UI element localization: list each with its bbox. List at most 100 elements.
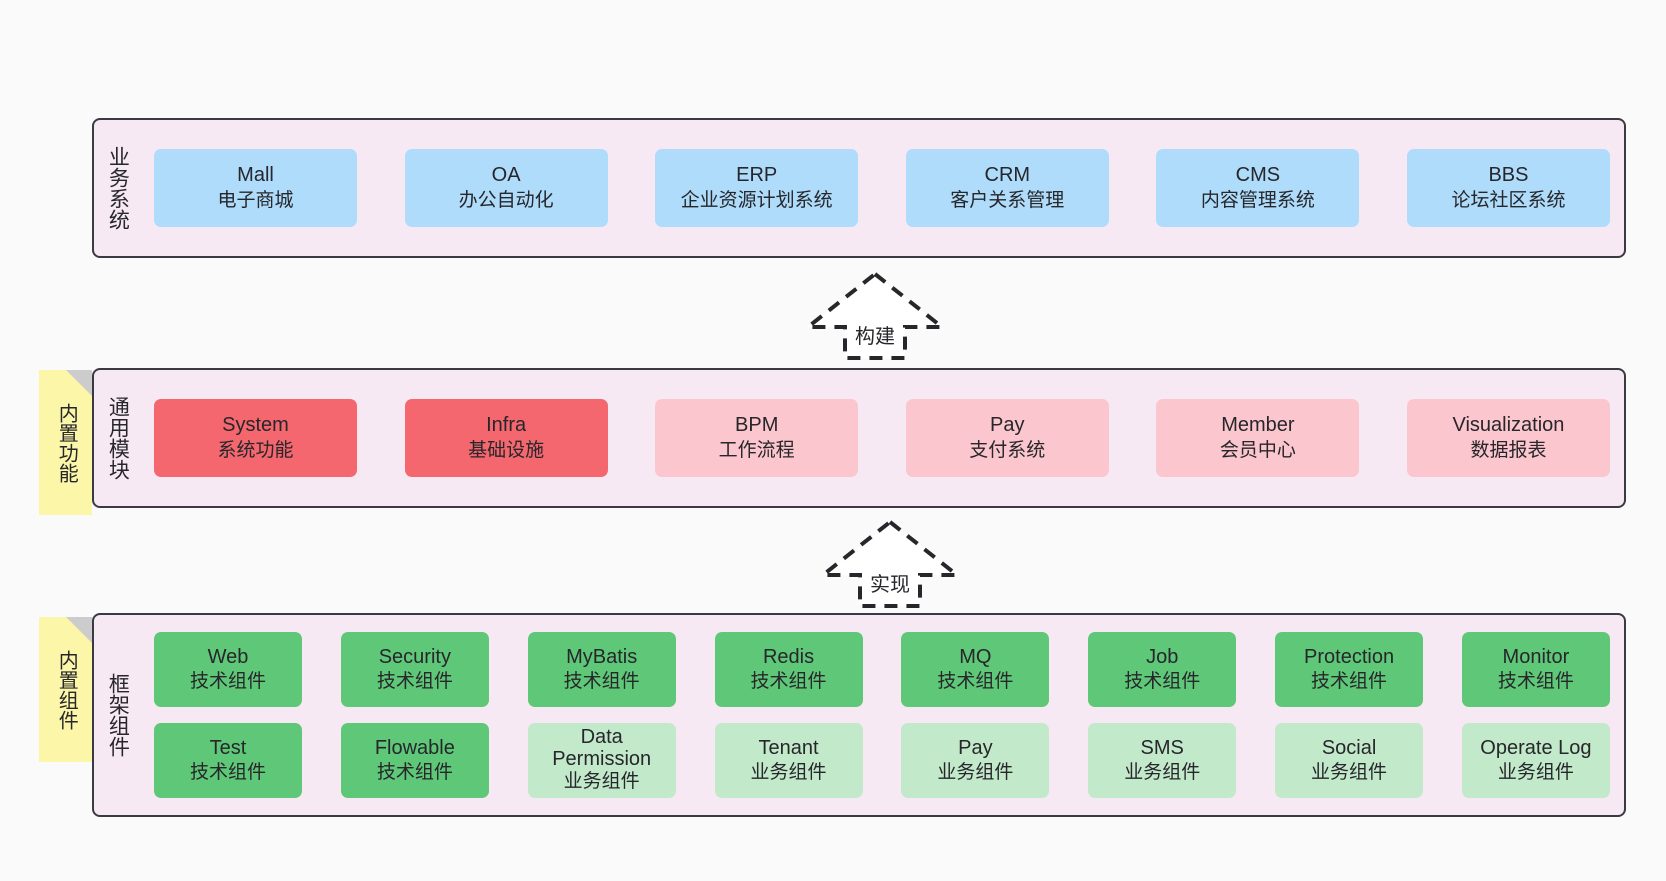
card-subtitle: 技术组件 (563, 671, 640, 693)
card-member[interactable]: Member 会员中心 (1156, 399, 1360, 477)
card-sms[interactable]: SMS 业务组件 (1088, 723, 1237, 798)
layer-title-business: 业务系统 (106, 146, 130, 230)
card-subtitle: 技术组件 (1124, 671, 1201, 693)
note-builtin-features: 内置功能 (39, 370, 92, 515)
card-title: CMS (1235, 164, 1281, 187)
card-title: Pay (958, 736, 993, 759)
card-title: Infra (486, 414, 527, 437)
note-text: 内置功能 (55, 402, 78, 483)
card-title: Redis (762, 645, 815, 668)
card-subtitle: 业务组件 (937, 762, 1014, 784)
card-subtitle: 技术组件 (376, 671, 453, 693)
card-title: Protection (1304, 645, 1395, 668)
card-row: Web 技术组件 Security 技术组件 MyBatis 技术组件 Redi… (154, 632, 1610, 707)
card-title: BBS (1488, 164, 1529, 187)
card-subtitle: 支付系统 (969, 439, 1046, 461)
card-erp[interactable]: ERP 企业资源计划系统 (655, 149, 859, 227)
card-title: Monitor (1502, 645, 1570, 668)
card-visualization[interactable]: Visualization 数据报表 (1406, 399, 1610, 477)
card-subtitle: 技术组件 (1311, 671, 1388, 693)
card-title: Visualization (1452, 414, 1565, 437)
card-title: OA (491, 164, 521, 187)
card-web[interactable]: Web 技术组件 (154, 632, 302, 707)
card-subtitle: 业务组件 (1497, 762, 1574, 784)
card-title: MQ (959, 645, 992, 668)
card-subtitle: 工作流程 (718, 439, 795, 461)
card-title: Operate Log (1480, 736, 1592, 759)
layer-common-modules: 通用模块 System 系统功能 Infra 基础设施 BPM 工作流程 Pay (92, 368, 1626, 508)
card-title: Flowable (374, 736, 455, 759)
card-title: Security (378, 645, 451, 668)
card-mq[interactable]: MQ 技术组件 (901, 632, 1050, 707)
card-title: BPM (735, 414, 779, 437)
card-subtitle: 业务组件 (750, 762, 827, 784)
card-subtitle: 业务组件 (563, 771, 640, 793)
card-subtitle: 基础设施 (468, 439, 545, 461)
card-flowable[interactable]: Flowable 技术组件 (340, 723, 489, 798)
card-row: Mall 电子商城 OA 办公自动化 ERP 企业资源计划系统 CRM 客户关系… (154, 149, 1610, 227)
card-subtitle: 企业资源计划系统 (680, 189, 833, 211)
card-cms[interactable]: CMS 内容管理系统 (1156, 149, 1360, 227)
connector-build-label: 构建 (855, 326, 895, 348)
card-pay-component[interactable]: Pay 业务组件 (901, 723, 1050, 798)
card-crm[interactable]: CRM 客户关系管理 (905, 149, 1109, 227)
connector-implement-arrow: 实现 (815, 518, 965, 608)
note-text: 内置组件 (55, 649, 78, 730)
card-subtitle: 系统功能 (217, 439, 294, 461)
layer-framework-components: 框架组件 Web 技术组件 Security 技术组件 MyBatis 技术组件… (92, 613, 1626, 817)
card-subtitle: 数据报表 (1470, 439, 1547, 461)
card-subtitle: 办公自动化 (458, 189, 554, 211)
card-bbs[interactable]: BBS 论坛社区系统 (1406, 149, 1610, 227)
card-subtitle: 业务组件 (1124, 762, 1201, 784)
card-title: Job (1146, 645, 1179, 668)
connector-build-arrow: 构建 (800, 270, 950, 360)
card-subtitle: 会员中心 (1219, 439, 1296, 461)
card-row: System 系统功能 Infra 基础设施 BPM 工作流程 Pay 支付系统… (154, 399, 1610, 477)
note-fold-corner-icon (66, 370, 92, 396)
card-data-permission[interactable]: Data Permission 业务组件 (527, 723, 676, 798)
card-monitor[interactable]: Monitor 技术组件 (1461, 632, 1610, 707)
card-subtitle: 技术组件 (750, 671, 827, 693)
card-title: ERP (736, 164, 778, 187)
card-security[interactable]: Security 技术组件 (340, 632, 489, 707)
card-mybatis[interactable]: MyBatis 技术组件 (527, 632, 676, 707)
card-subtitle: 内容管理系统 (1200, 189, 1315, 211)
layer-title-framework: 框架组件 (106, 673, 130, 757)
card-mall[interactable]: Mall 电子商城 (154, 149, 357, 227)
card-oa[interactable]: OA 办公自动化 (404, 149, 608, 227)
card-test[interactable]: Test 技术组件 (154, 723, 302, 798)
card-subtitle: 技术组件 (376, 762, 453, 784)
card-title: SMS (1140, 736, 1184, 759)
card-subtitle: 技术组件 (937, 671, 1014, 693)
card-title: System (222, 414, 289, 437)
layer-body-common: System 系统功能 Infra 基础设施 BPM 工作流程 Pay 支付系统… (140, 370, 1624, 506)
card-title: Member (1221, 414, 1295, 437)
layer-title-common: 通用模块 (106, 396, 130, 480)
note-fold-corner-icon (66, 617, 92, 643)
card-subtitle: 客户关系管理 (950, 189, 1065, 211)
card-system[interactable]: System 系统功能 (154, 399, 357, 477)
card-title: Data Permission (552, 726, 652, 771)
layer-body-framework: Web 技术组件 Security 技术组件 MyBatis 技术组件 Redi… (140, 615, 1624, 815)
card-redis[interactable]: Redis 技术组件 (714, 632, 863, 707)
card-title: Web (207, 645, 249, 668)
card-social[interactable]: Social 业务组件 (1275, 723, 1424, 798)
card-protection[interactable]: Protection 技术组件 (1275, 632, 1424, 707)
card-title: CRM (984, 164, 1031, 187)
card-title: Social (1321, 736, 1377, 759)
card-infra[interactable]: Infra 基础设施 (404, 399, 608, 477)
card-job[interactable]: Job 技术组件 (1088, 632, 1237, 707)
card-bpm[interactable]: BPM 工作流程 (655, 399, 859, 477)
card-tenant[interactable]: Tenant 业务组件 (714, 723, 863, 798)
card-subtitle: 技术组件 (1497, 671, 1574, 693)
note-builtin-components: 内置组件 (39, 617, 92, 762)
card-subtitle: 业务组件 (1311, 762, 1388, 784)
connector-implement-label: 实现 (870, 574, 910, 596)
card-title: Pay (990, 414, 1025, 437)
card-subtitle: 技术组件 (189, 762, 266, 784)
card-pay-module[interactable]: Pay 支付系统 (905, 399, 1109, 477)
card-subtitle: 技术组件 (189, 671, 266, 693)
card-operate-log[interactable]: Operate Log 业务组件 (1461, 723, 1610, 798)
card-subtitle: 论坛社区系统 (1451, 189, 1566, 211)
